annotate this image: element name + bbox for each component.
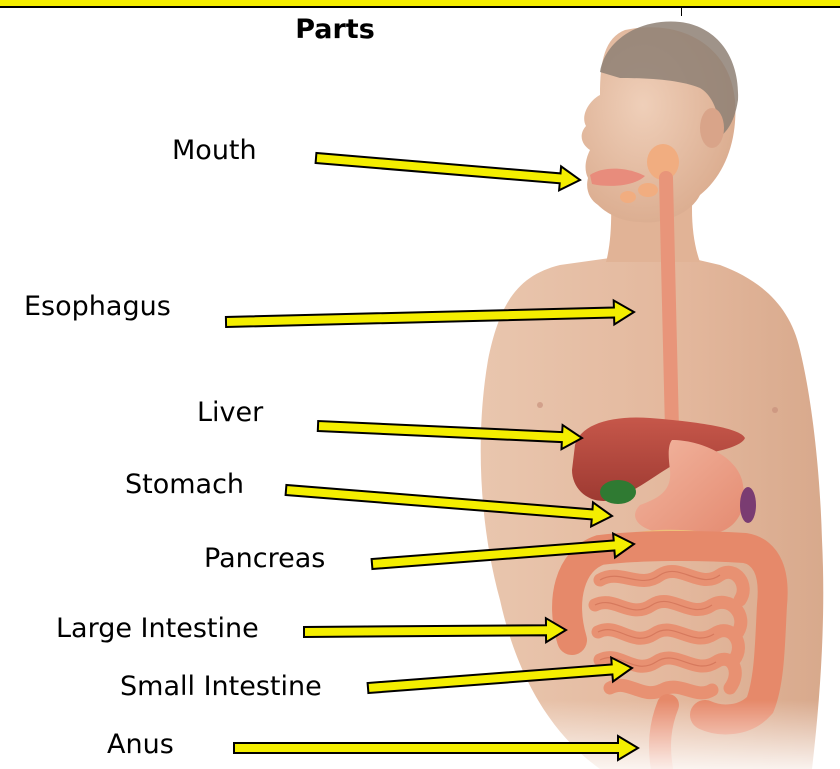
spleen-shape: [740, 487, 756, 523]
label-stomach: Stomach: [125, 470, 244, 500]
label-anus: Anus: [107, 730, 174, 760]
label-large-intestine: Large Intestine: [56, 614, 259, 644]
esophagus-tube: [666, 178, 672, 430]
label-small-intestine: Small Intestine: [120, 672, 322, 702]
arrow-mouth: [316, 153, 580, 190]
label-mouth: Mouth: [172, 136, 257, 166]
ear-shape: [700, 108, 724, 148]
label-esophagus: Esophagus: [24, 292, 171, 322]
diagram-title: Parts: [250, 14, 420, 45]
gallbladder-shape: [600, 480, 636, 504]
label-pancreas: Pancreas: [204, 544, 325, 574]
label-liver: Liver: [197, 398, 263, 428]
